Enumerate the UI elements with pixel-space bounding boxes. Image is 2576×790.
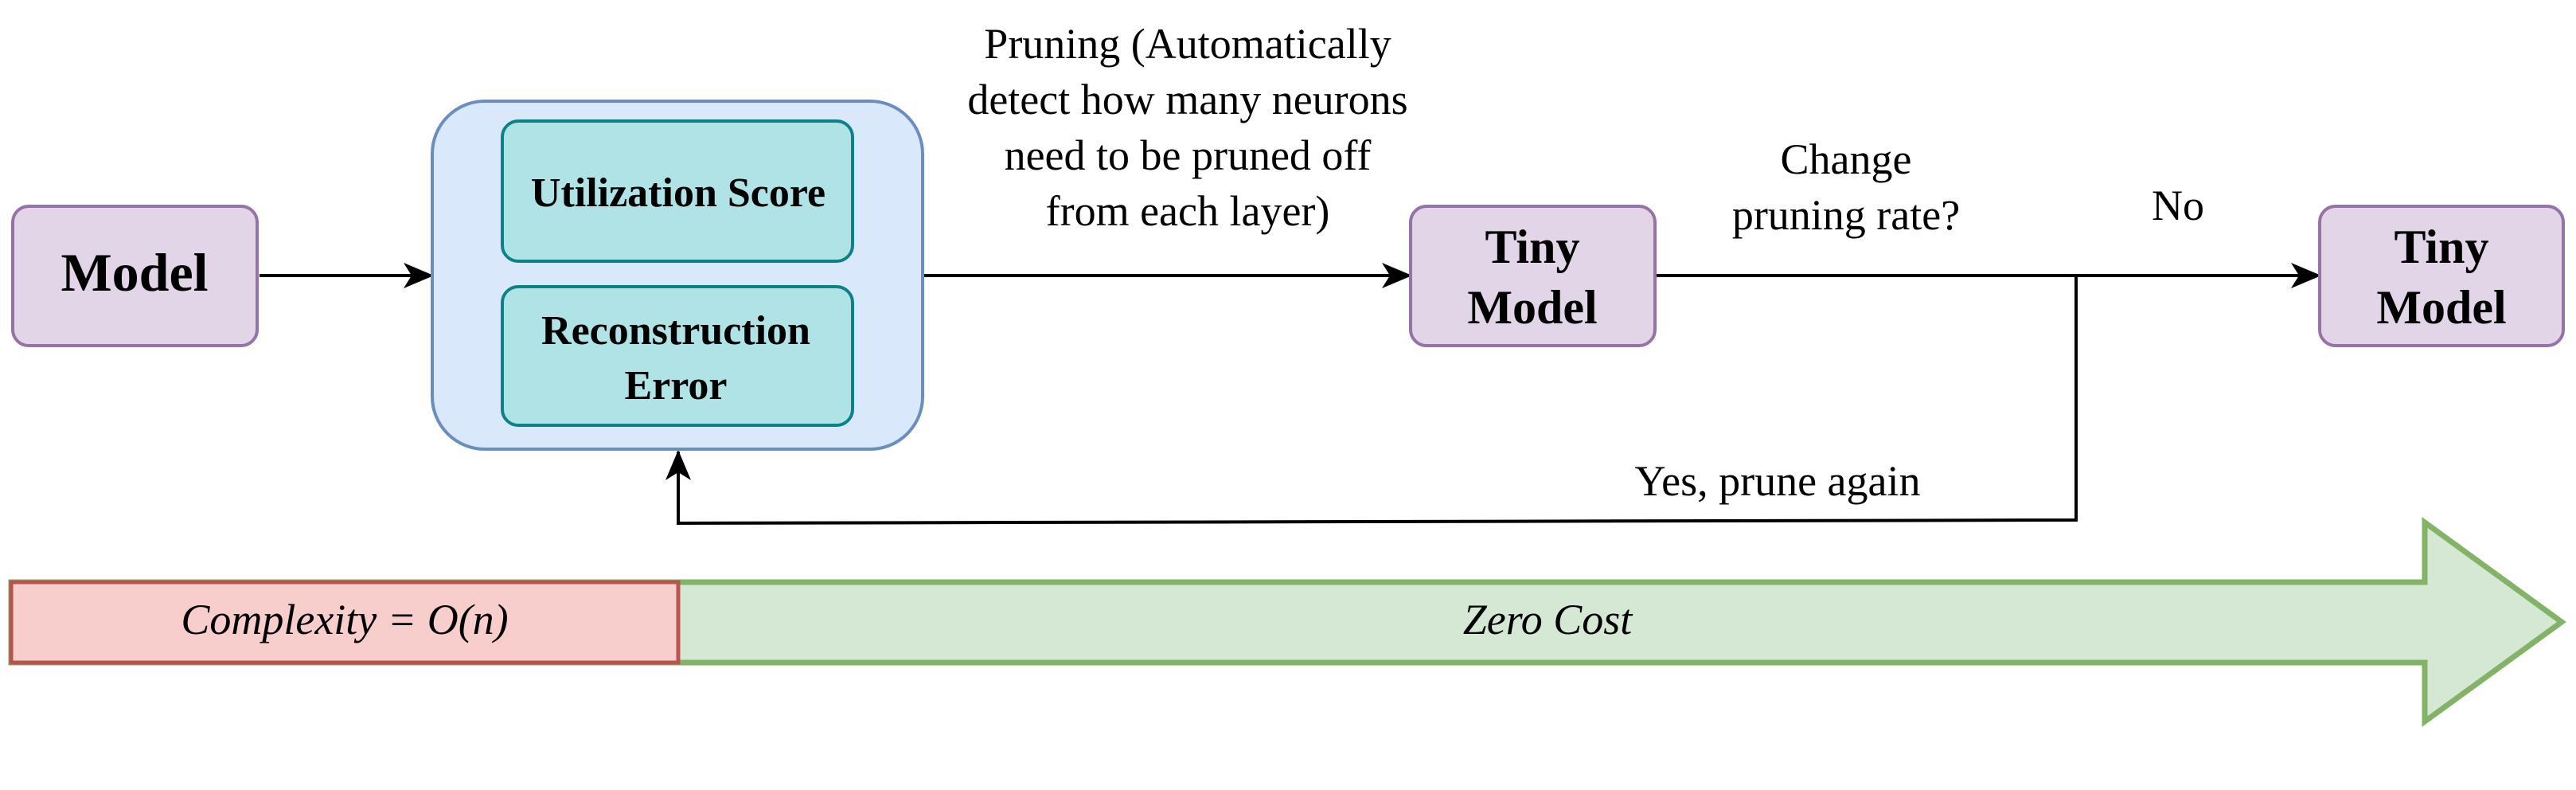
edges: [260, 263, 2321, 526]
tiny-model-node-1: Tiny Model: [1409, 205, 1657, 347]
utilization-score-box: Utilization Score: [501, 119, 854, 263]
reconstruction-error-box: Reconstruction Error: [501, 285, 854, 427]
reconstruction-error-label-line2: Error: [625, 363, 728, 409]
complexity-label: Complexity = O(n): [181, 596, 508, 643]
tiny-model-1-label-line2: Model: [1467, 281, 1597, 334]
utilization-score-label: Utilization Score: [531, 170, 825, 216]
complexity-segment: [9, 580, 681, 665]
pruning-label-line3: need to be pruned off: [1005, 131, 1372, 179]
yes-prune-again-label: Yes, prune again: [1635, 457, 1921, 505]
pruning-label-line4: from each layer): [1046, 187, 1330, 235]
zero-cost-label: Zero Cost: [1463, 596, 1634, 643]
change-rate-label-line1: Change: [1781, 135, 1912, 183]
metrics-group: Utilization Score Reconstruction Error: [431, 100, 924, 451]
edge-feedback-loop: [665, 276, 2078, 526]
change-rate-label-line2: pruning rate?: [1732, 191, 1960, 239]
pruning-edge-label: Pruning (Automatically detect how many n…: [967, 20, 1407, 235]
tiny-model-1-label-line1: Tiny: [1485, 221, 1580, 273]
tiny-model-node-2: Tiny Model: [2318, 205, 2565, 347]
cost-bar: Complexity = O(n) Zero Cost: [8, 517, 2566, 727]
model-node: Model: [11, 205, 259, 347]
pruning-label-line1: Pruning (Automatically: [984, 20, 1391, 68]
model-label: Model: [60, 242, 208, 303]
no-label: No: [2152, 182, 2204, 229]
change-rate-label: Change pruning rate?: [1732, 135, 1960, 239]
pruning-label-line2: detect how many neurons: [967, 76, 1407, 123]
tiny-model-2-label-line1: Tiny: [2395, 221, 2489, 273]
reconstruction-error-label-line1: Reconstruction: [541, 308, 810, 354]
tiny-model-2-label-line2: Model: [2376, 281, 2506, 334]
